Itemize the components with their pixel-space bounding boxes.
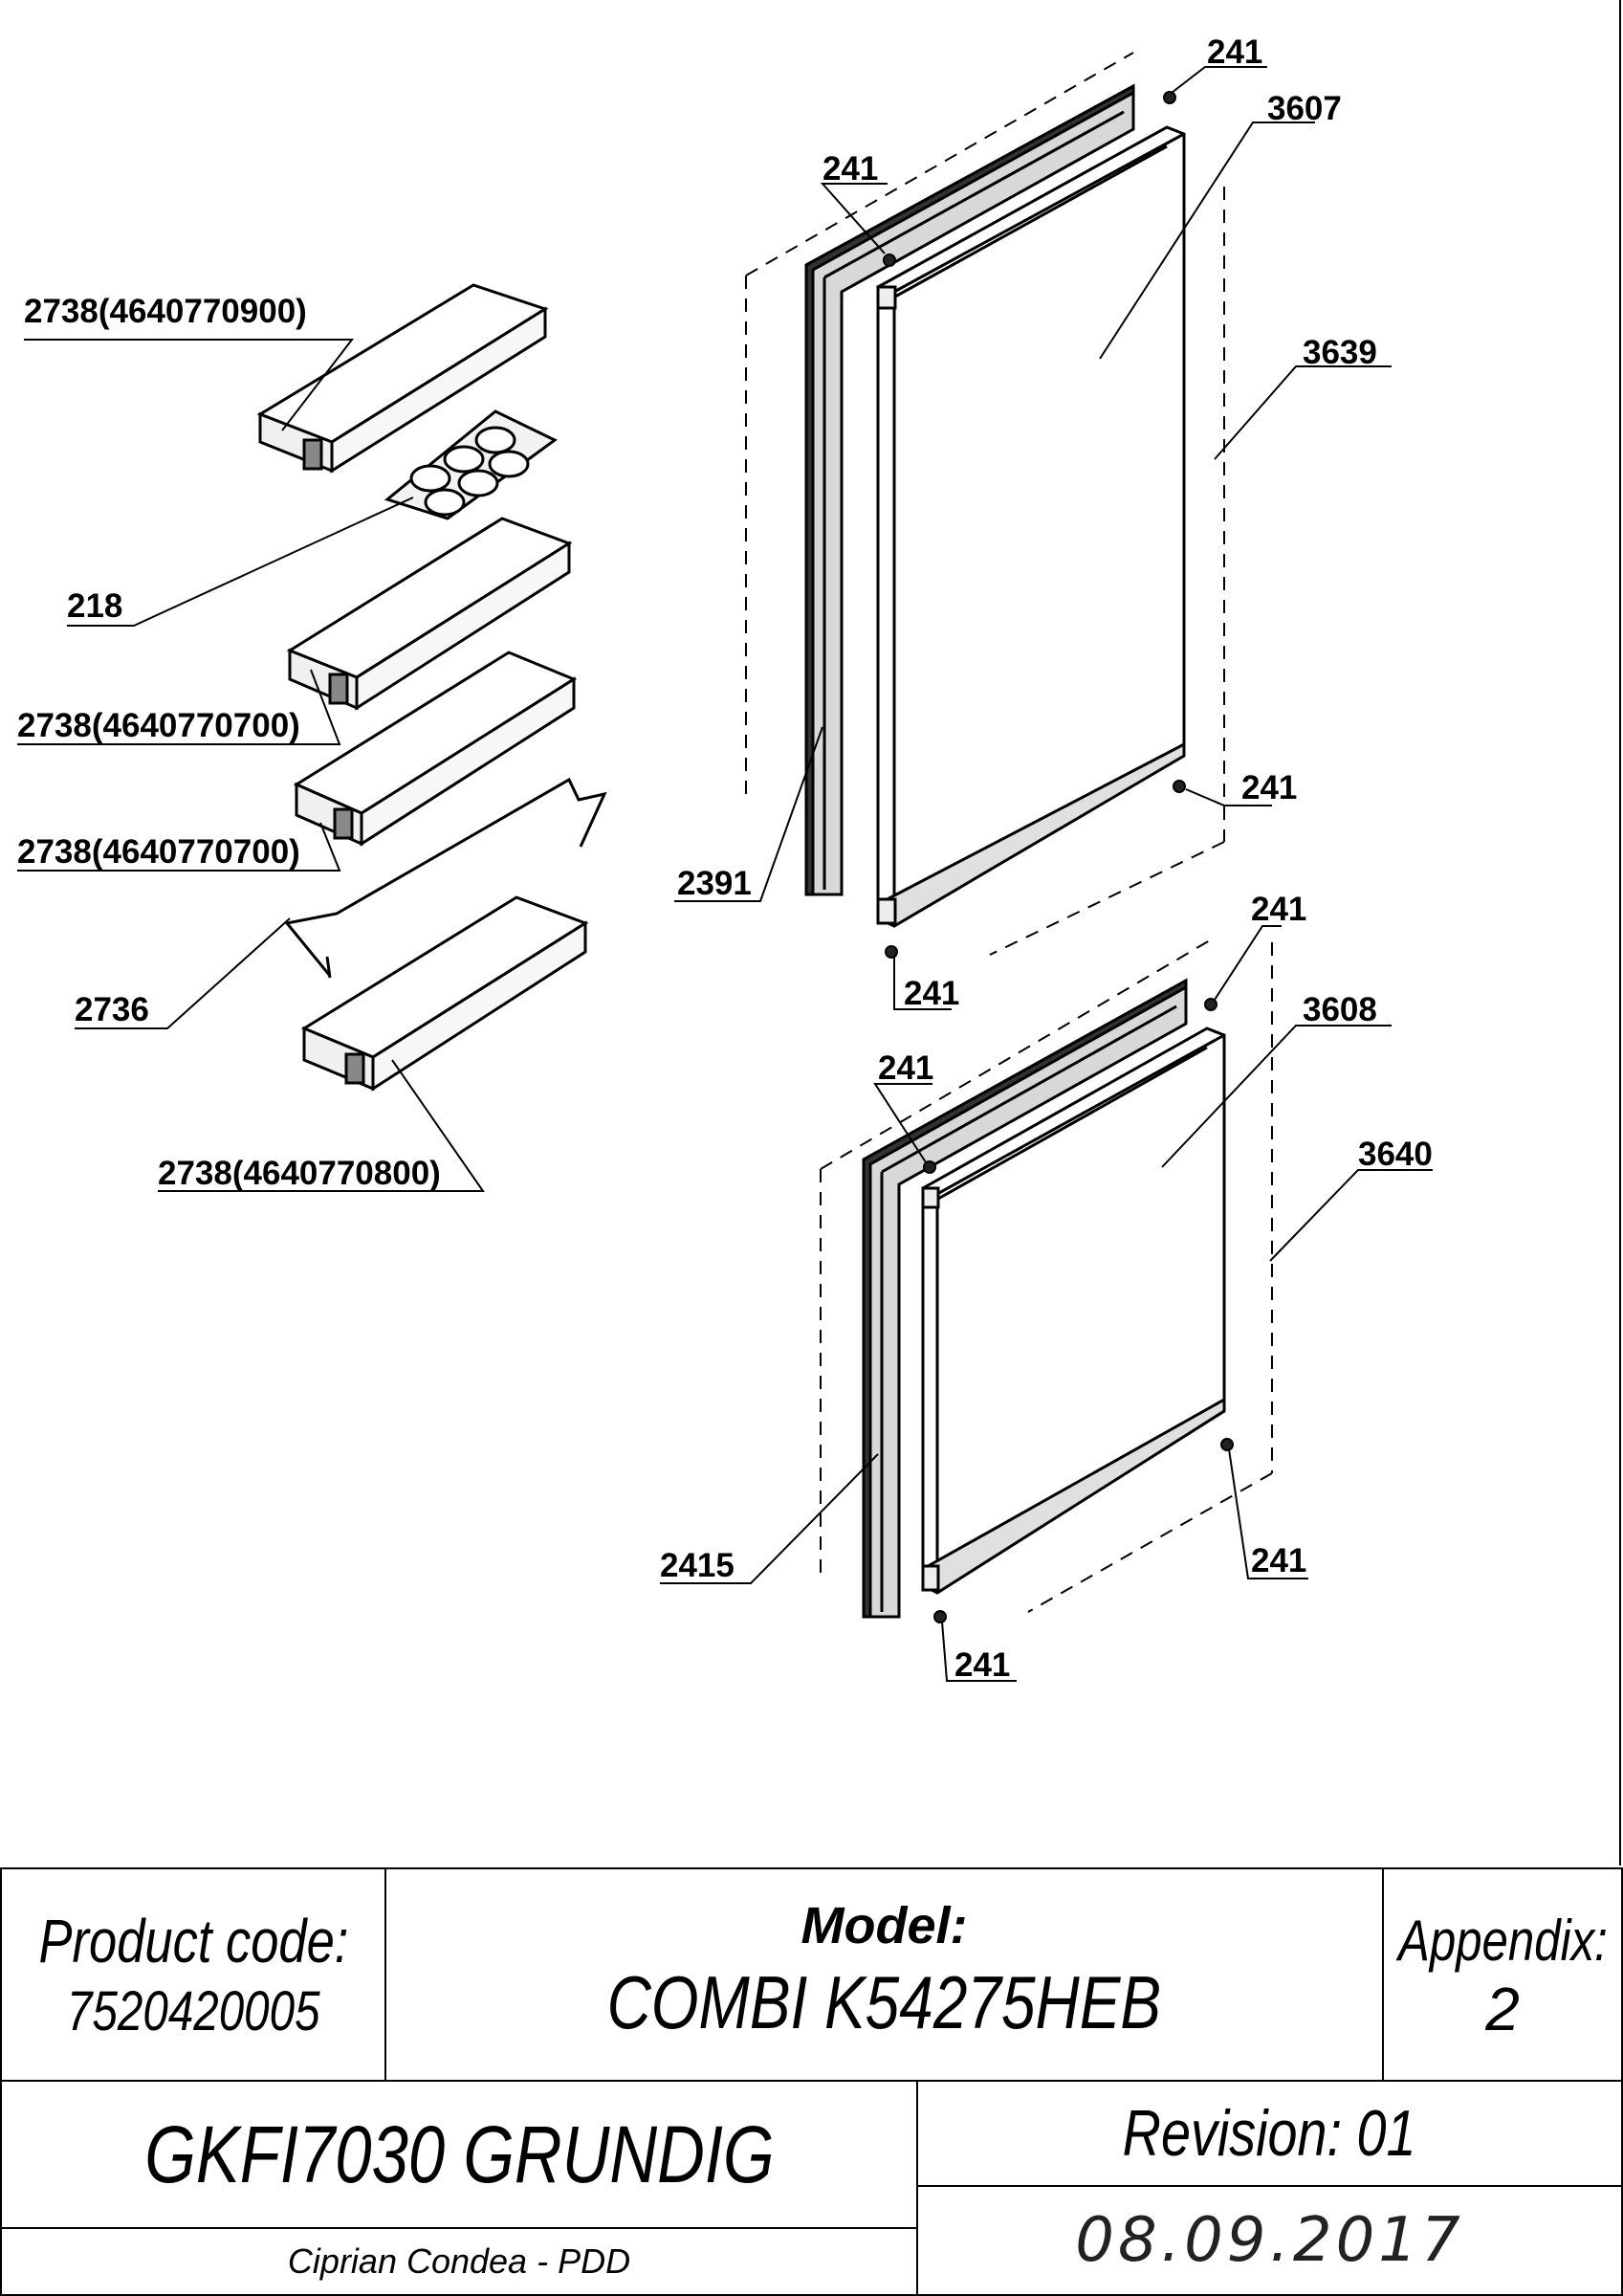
door-shelves xyxy=(256,283,607,1092)
callout-241: 241 xyxy=(1241,769,1297,806)
callout-3608: 3608 xyxy=(1303,991,1377,1028)
shelf-4640770700-b xyxy=(293,651,578,847)
callout-241: 241 xyxy=(1251,1542,1306,1579)
appendix-label: Appendix: xyxy=(1397,1908,1608,1973)
product-name: GKFI7030 GRUNDIG xyxy=(143,2108,775,2199)
upper-door-assembly xyxy=(745,52,1225,959)
shelf-4640770800 xyxy=(300,895,589,1092)
revision-value: Revision: 01 xyxy=(1123,2097,1416,2170)
callout-2738-4640770700: 2738(4640770700) xyxy=(17,833,300,871)
author-cell: Ciprian Condea - PDD xyxy=(0,2227,918,2296)
egg-tray xyxy=(384,409,558,520)
lower-dashed-envelope xyxy=(820,937,1273,1613)
callout-241: 241 xyxy=(1207,33,1262,71)
product-code-label: Product code: xyxy=(38,1906,348,1976)
date-value: 08.09.2017 xyxy=(1075,2205,1464,2276)
lower-door-gasket xyxy=(862,978,1188,1619)
callout-241: 241 xyxy=(822,150,878,188)
callout-241: 241 xyxy=(1251,891,1306,928)
appendix-cell: Appendix: 2 xyxy=(1382,1867,1623,2082)
appendix-value: 2 xyxy=(1485,1974,1520,2043)
shelf-4640770900 xyxy=(256,283,549,474)
product-code-value: 7520420005 xyxy=(66,1979,320,2042)
shelf-4640770700-a xyxy=(286,517,573,711)
upper-screws xyxy=(883,91,1186,959)
date-cell: 08.09.2017 xyxy=(916,2185,1623,2296)
model-cell: Model: COMBI K54275HEB xyxy=(384,1867,1384,2082)
product-name-cell: GKFI7030 GRUNDIG xyxy=(0,2080,918,2229)
lower-door-assembly xyxy=(820,937,1273,1623)
revision-cell: Revision: 01 xyxy=(916,2080,1623,2187)
exploded-view-drawing: 241 3607 241 2738(4640770900) 3639 218 2… xyxy=(17,0,1621,1866)
callout-2738-4640770700: 2738(4640770700) xyxy=(17,707,300,744)
product-code-cell: Product code: 7520420005 xyxy=(0,1867,386,2082)
callout-2736: 2736 xyxy=(75,991,149,1028)
callout-2415: 2415 xyxy=(660,1547,735,1584)
callout-labels: 241 3607 241 2738(4640770900) 3639 218 2… xyxy=(17,33,1433,1684)
upper-door-gasket xyxy=(804,83,1135,896)
callout-2738-4640770800: 2738(4640770800) xyxy=(158,1155,441,1192)
callout-241: 241 xyxy=(878,1049,933,1087)
callout-3639: 3639 xyxy=(1303,334,1377,371)
callout-3640: 3640 xyxy=(1358,1136,1433,1173)
leader-lines xyxy=(17,66,1433,1682)
lower-door-liner xyxy=(921,1027,1226,1595)
callout-241: 241 xyxy=(954,1646,1010,1684)
callout-2738-4640770900: 2738(4640770900) xyxy=(24,293,307,330)
upper-dashed-envelope xyxy=(745,52,1225,956)
callout-2391: 2391 xyxy=(677,865,752,902)
upper-door-liner xyxy=(876,125,1186,928)
title-block: Product code: 7520420005 Model: COMBI K5… xyxy=(0,1867,1623,2296)
callout-218: 218 xyxy=(67,587,122,625)
lower-screws xyxy=(923,998,1234,1623)
callout-241: 241 xyxy=(904,975,959,1012)
author-value: Ciprian Condea - PDD xyxy=(287,2241,631,2281)
wire-rack xyxy=(284,777,607,979)
callout-3607: 3607 xyxy=(1267,90,1342,127)
model-label: Model: xyxy=(801,1896,968,1954)
model-value: COMBI K54275HEB xyxy=(606,1960,1162,2044)
